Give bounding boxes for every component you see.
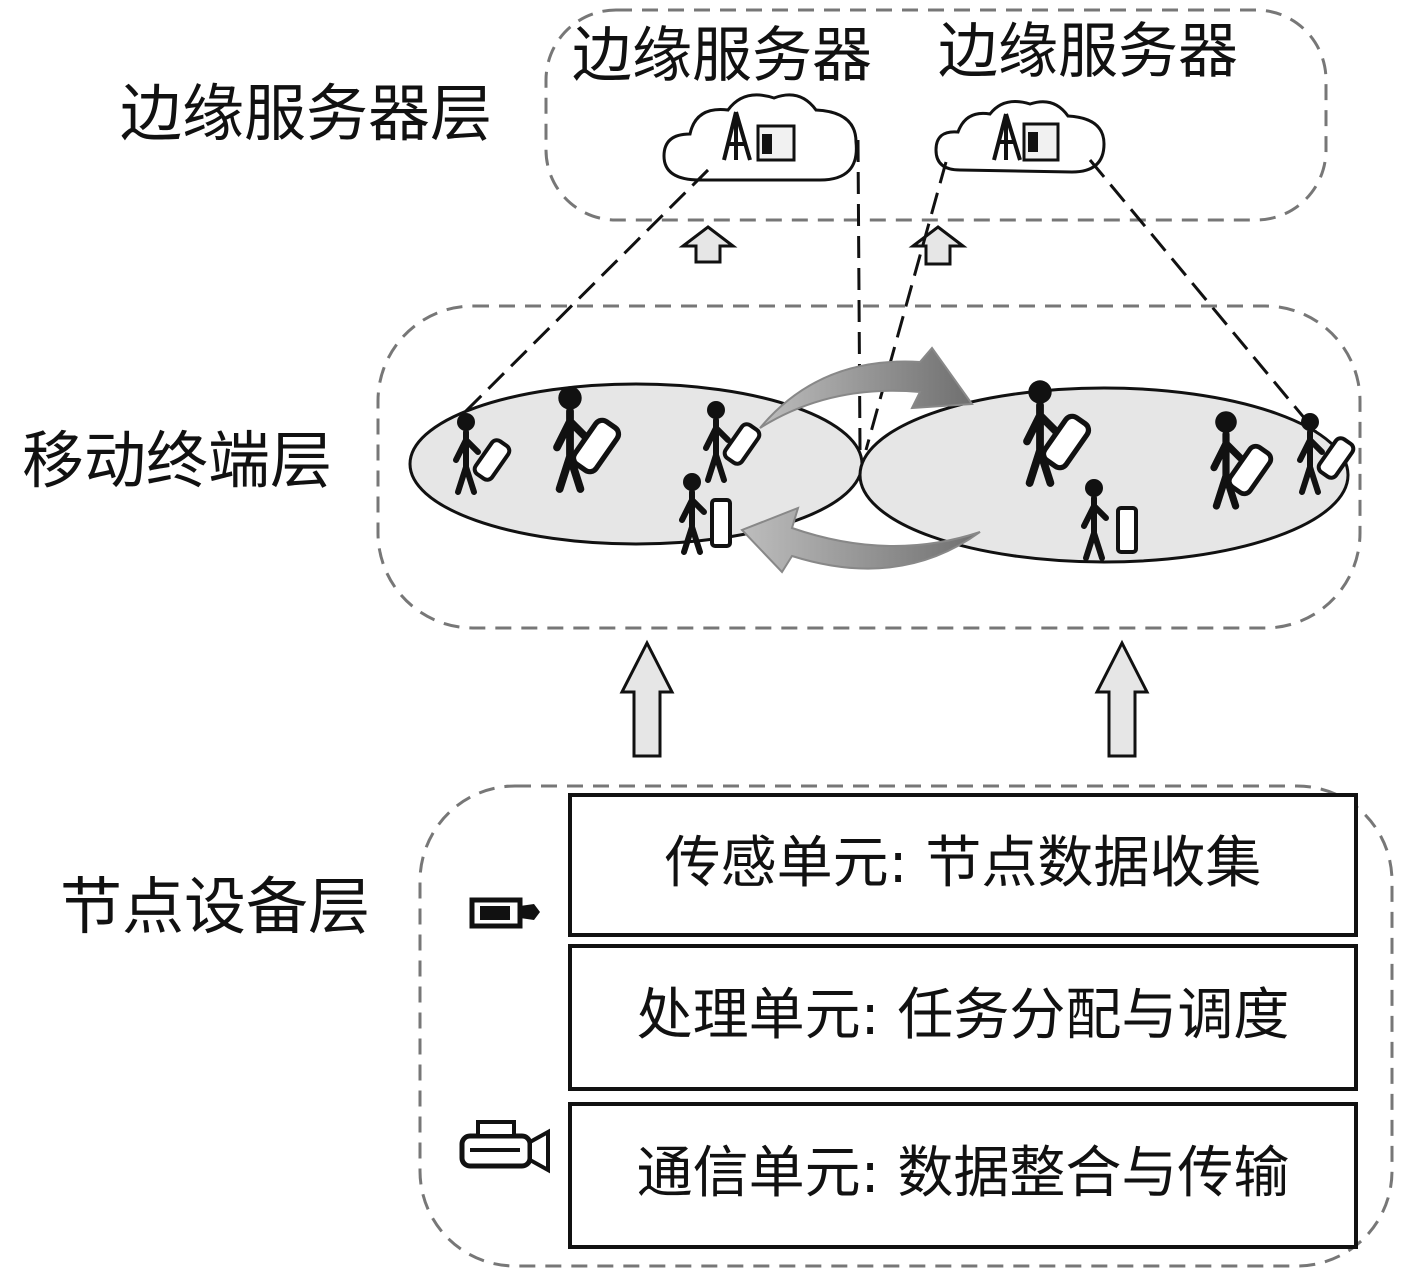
up-arrow-large-2 bbox=[1094, 639, 1150, 758]
edge-server-label-1: 边缘服务器 bbox=[572, 21, 872, 91]
video-camera-icon bbox=[459, 1120, 550, 1174]
coverage-cell-right bbox=[858, 386, 1350, 564]
edge-server-label-2: 边缘服务器 bbox=[938, 17, 1238, 87]
coverage-link-2-left bbox=[864, 161, 948, 451]
up-arrow-large-1 bbox=[619, 639, 675, 758]
mobile-terminal-layer-box bbox=[376, 304, 1362, 630]
communication-unit-text: 通信单元: 数据整合与传输 bbox=[637, 1141, 1290, 1206]
cloud-server-icon-2 bbox=[934, 100, 1106, 174]
coverage-link-1-left bbox=[450, 168, 710, 427]
server-box-icon bbox=[756, 124, 796, 162]
processing-unit-box bbox=[568, 944, 1358, 1091]
up-arrow-small-2 bbox=[908, 225, 968, 266]
cloud-server-icon-1 bbox=[662, 93, 858, 182]
tablet-icon bbox=[1116, 506, 1138, 554]
node-device-layer-label: 节点设备层 bbox=[60, 870, 370, 943]
coverage-link-1-right bbox=[856, 139, 862, 451]
node-device-layer-box bbox=[418, 784, 1394, 1268]
sensor-device-icon bbox=[469, 897, 540, 929]
tablet-icon bbox=[710, 498, 732, 548]
edge-server-layer-label: 边缘服务器层 bbox=[120, 77, 492, 150]
edge-server-layer-box bbox=[544, 8, 1328, 222]
handover-arrow-right bbox=[759, 346, 974, 429]
processing-unit-text: 处理单元: 任务分配与调度 bbox=[637, 983, 1290, 1048]
sensing-unit-box bbox=[568, 793, 1358, 937]
mobile-terminal-layer-label: 移动终端层 bbox=[22, 424, 332, 497]
up-arrow-small-1 bbox=[678, 225, 738, 264]
sensing-unit-text: 传感单元: 节点数据收集 bbox=[665, 831, 1262, 896]
antenna-tower-icon bbox=[722, 111, 752, 161]
handover-arrow-left bbox=[740, 506, 981, 574]
antenna-tower-icon bbox=[992, 113, 1022, 161]
communication-unit-box bbox=[568, 1102, 1358, 1249]
